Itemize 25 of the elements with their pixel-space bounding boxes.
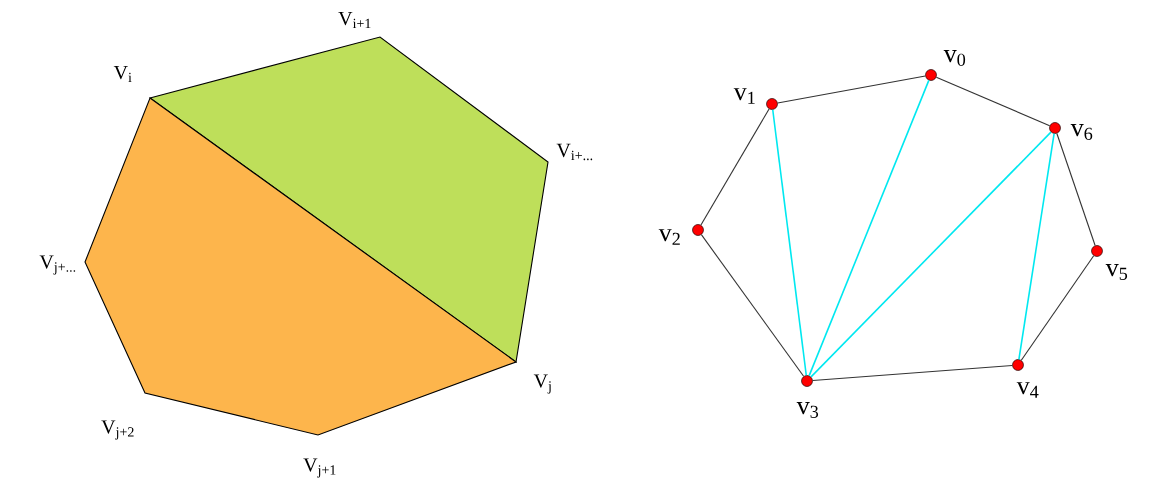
- polygon-edge: [777, 75, 926, 104]
- polygon-edge: [808, 79, 930, 377]
- vertex-label: v$_{2}$: [658, 229, 680, 245]
- vertex-label: v$_{6}$: [1070, 124, 1093, 140]
- polygon-edge: [812, 364, 1013, 382]
- vertex-label: v$_{5}$: [1105, 264, 1128, 280]
- vertex-label: v$_{1}$: [733, 88, 755, 104]
- vertex-label: V$_{j+1}$: [303, 458, 336, 478]
- vertex-label: V$_{j}$: [533, 374, 551, 394]
- vertex-label: V$_{i+...}$: [556, 143, 593, 161]
- vertex-label: V$_{j+2}$: [101, 420, 134, 440]
- polygon-edge: [1018, 132, 1055, 361]
- vertex-label: v$_{4}$: [1016, 382, 1039, 398]
- polygon-edge: [700, 108, 770, 226]
- polygon-edge: [1056, 132, 1096, 247]
- polygon-edge: [810, 131, 1052, 378]
- vertex-label: V$_{i+1}$: [338, 11, 371, 29]
- vertex-label: V$_{j+...}$: [39, 255, 76, 275]
- polygon-edge: [935, 76, 1051, 127]
- polygon-edge: [700, 234, 805, 377]
- vertex-label: v$_{3}$: [796, 402, 819, 418]
- polygon-edge: [771, 108, 808, 377]
- vertex-label: V$_{i}$: [113, 65, 132, 83]
- vertex-label: v$_{0}$: [943, 50, 966, 66]
- polygon-edge: [1020, 255, 1095, 361]
